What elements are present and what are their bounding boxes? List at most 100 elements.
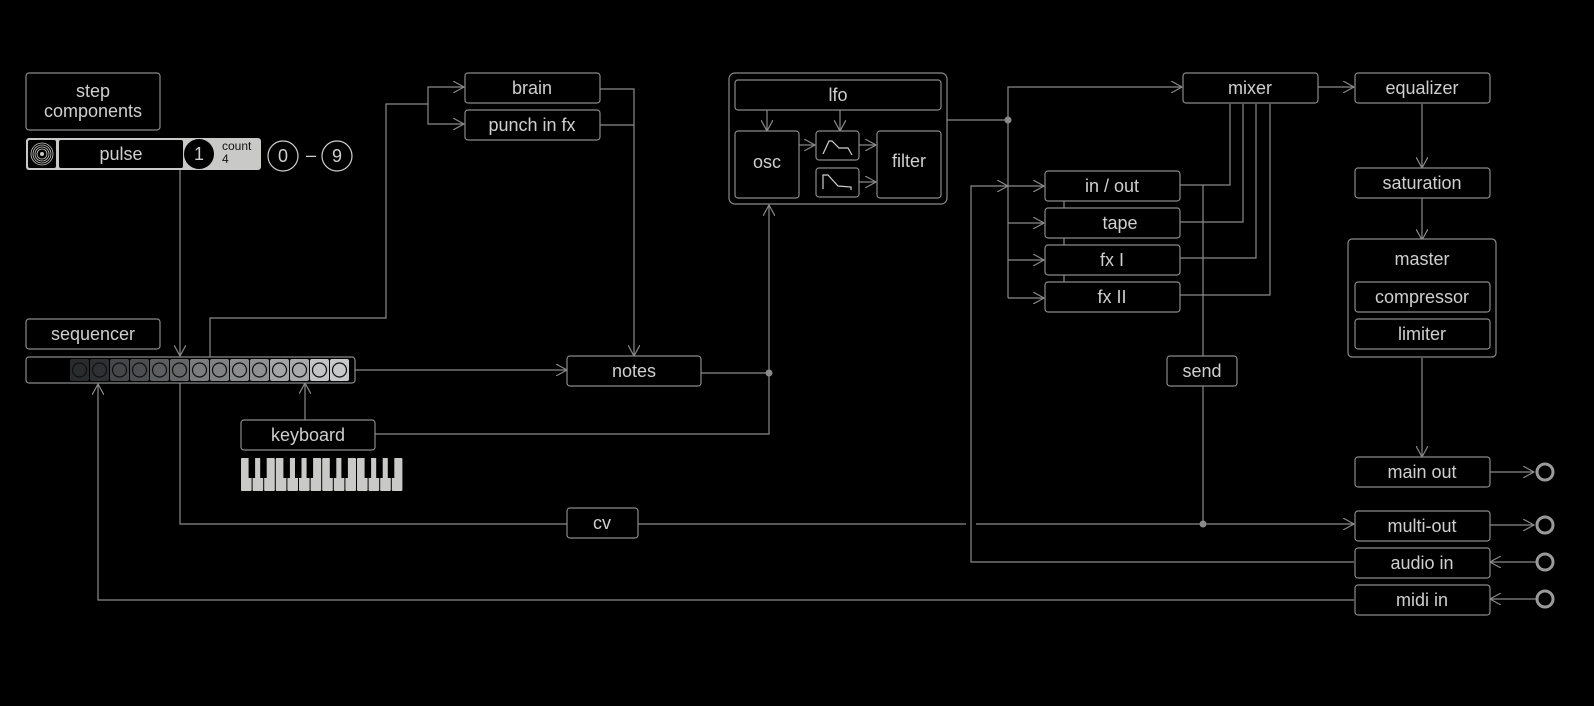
piano-white-key[interactable] xyxy=(345,458,356,491)
piano-black-key[interactable] xyxy=(341,458,348,478)
wire-notes-to-osc xyxy=(701,205,769,374)
piano-black-key[interactable] xyxy=(248,458,256,478)
punch-in-fx-box[interactable] xyxy=(464,109,601,141)
wires xyxy=(98,87,1536,600)
multi-out-port-icon[interactable] xyxy=(1535,515,1555,535)
piano-black-key[interactable] xyxy=(295,458,302,478)
sequencer-step-led-icon xyxy=(251,362,268,378)
wire-sequencer-to-punch-in-fx xyxy=(427,104,464,124)
piano-black-key[interactable] xyxy=(306,458,314,478)
pulse-label: pulse xyxy=(99,144,142,164)
send-box[interactable] xyxy=(1166,355,1238,387)
cv-label: cv xyxy=(593,513,611,533)
fx2-box[interactable] xyxy=(1044,281,1181,313)
range-separator: – xyxy=(306,145,316,165)
saturation-box[interactable] xyxy=(1354,167,1491,199)
compressor-box[interactable] xyxy=(1354,281,1491,313)
piano-black-key[interactable] xyxy=(283,458,290,478)
midi-in-box[interactable] xyxy=(1354,584,1491,616)
adsr-envelope-box[interactable] xyxy=(815,130,860,161)
wire-keyboard-to-osc xyxy=(375,373,770,435)
sequencer-step-led-icon xyxy=(331,362,348,378)
audio-in-port-icon[interactable] xyxy=(1535,552,1555,572)
adsr-envelope-icon xyxy=(822,140,853,156)
step-components-title-line1: step xyxy=(76,81,110,101)
fx1-box[interactable] xyxy=(1044,244,1181,276)
wire-midi-in-to-sequencer xyxy=(98,384,1354,601)
equalizer-label: equalizer xyxy=(1385,78,1458,98)
send-label: send xyxy=(1182,361,1221,381)
in-out-label: in / out xyxy=(1085,176,1139,196)
main-out-port-icon[interactable] xyxy=(1535,462,1555,482)
osc-label: osc xyxy=(753,152,781,172)
step-components-title-line2: components xyxy=(44,101,142,121)
cv-box[interactable] xyxy=(566,507,639,539)
piano-black-key[interactable] xyxy=(260,458,267,478)
wire-sequencer-to-cv xyxy=(179,383,567,525)
tape-label: tape xyxy=(1102,213,1137,233)
equalizer-box[interactable] xyxy=(1354,72,1491,104)
fx1-label: fx I xyxy=(1100,250,1124,270)
saturation-label: saturation xyxy=(1382,173,1461,193)
piano-black-key[interactable] xyxy=(364,458,372,478)
mixer-box[interactable] xyxy=(1182,72,1319,104)
piano-white-key[interactable] xyxy=(310,458,322,491)
step-components-title-box xyxy=(25,72,161,131)
main-out-box[interactable] xyxy=(1354,456,1491,488)
step-number-badge[interactable] xyxy=(184,139,214,169)
osc-box[interactable] xyxy=(734,130,800,199)
sequencer-step-led-icon xyxy=(111,362,128,378)
mixer-label: mixer xyxy=(1228,78,1272,98)
compressor-label: compressor xyxy=(1375,287,1469,307)
count-value: 4 xyxy=(222,152,229,166)
wire-audio-in-to-in-out xyxy=(970,186,1354,563)
sequencer-step-led-icon xyxy=(291,362,308,378)
piano-black-key[interactable] xyxy=(376,458,383,478)
wire-in-out-to-mixer xyxy=(1180,104,1231,186)
step-components-block: step components pulse 1 count 4 0 – 9 xyxy=(25,72,353,172)
wire-bus-to-mixer xyxy=(1007,87,1182,120)
main-out-label: main out xyxy=(1387,462,1456,482)
wire-tape-to-mixer xyxy=(1180,104,1244,223)
pulse-button[interactable] xyxy=(59,140,183,168)
brain-box[interactable] xyxy=(464,72,601,104)
tape-box[interactable] xyxy=(1044,207,1181,239)
limiter-label: limiter xyxy=(1398,324,1446,344)
sequencer-step-led-icon xyxy=(311,362,328,378)
wire-sequencer-to-brain xyxy=(209,87,464,357)
count-label: count xyxy=(222,139,252,153)
sequencer-step-led-icon xyxy=(271,362,288,378)
piano-black-key[interactable] xyxy=(387,458,395,478)
lfo-box[interactable] xyxy=(734,79,942,111)
sequencer-step-led-icon xyxy=(71,362,88,378)
range-start-badge[interactable] xyxy=(267,140,299,172)
sequencer-label-box xyxy=(25,318,161,350)
keyboard-block: keyboard xyxy=(240,419,403,491)
concentric-circles-icon xyxy=(30,142,54,166)
midi-in-port-icon[interactable] xyxy=(1535,589,1555,609)
sequencer-block: sequencer xyxy=(25,318,356,384)
piano-white-key[interactable] xyxy=(264,458,275,491)
audio-in-label: audio in xyxy=(1390,553,1453,573)
sequencer-step-led-icon xyxy=(231,362,248,378)
punch-in-fx-label: punch in fx xyxy=(488,115,575,135)
multi-out-box[interactable] xyxy=(1354,510,1491,542)
wire-fx2-to-mixer xyxy=(1180,104,1271,296)
keyboard-label-box xyxy=(240,419,376,451)
range-end-badge[interactable] xyxy=(321,140,353,172)
keyboard-label: keyboard xyxy=(271,425,345,445)
piano-white-key[interactable] xyxy=(391,458,403,491)
fx2-label: fx II xyxy=(1097,287,1126,307)
in-out-box[interactable] xyxy=(1044,170,1181,202)
sequencer-step-led-icon xyxy=(91,362,108,378)
master-label: master xyxy=(1394,249,1449,269)
piano-black-key[interactable] xyxy=(329,458,337,478)
notes-label: notes xyxy=(612,361,656,381)
filter-box[interactable] xyxy=(876,130,942,199)
wire-brain-to-notes xyxy=(600,88,634,356)
audio-in-box[interactable] xyxy=(1354,547,1491,579)
brain-label: brain xyxy=(512,78,552,98)
notes-box[interactable] xyxy=(566,355,702,387)
limiter-box[interactable] xyxy=(1354,318,1491,350)
